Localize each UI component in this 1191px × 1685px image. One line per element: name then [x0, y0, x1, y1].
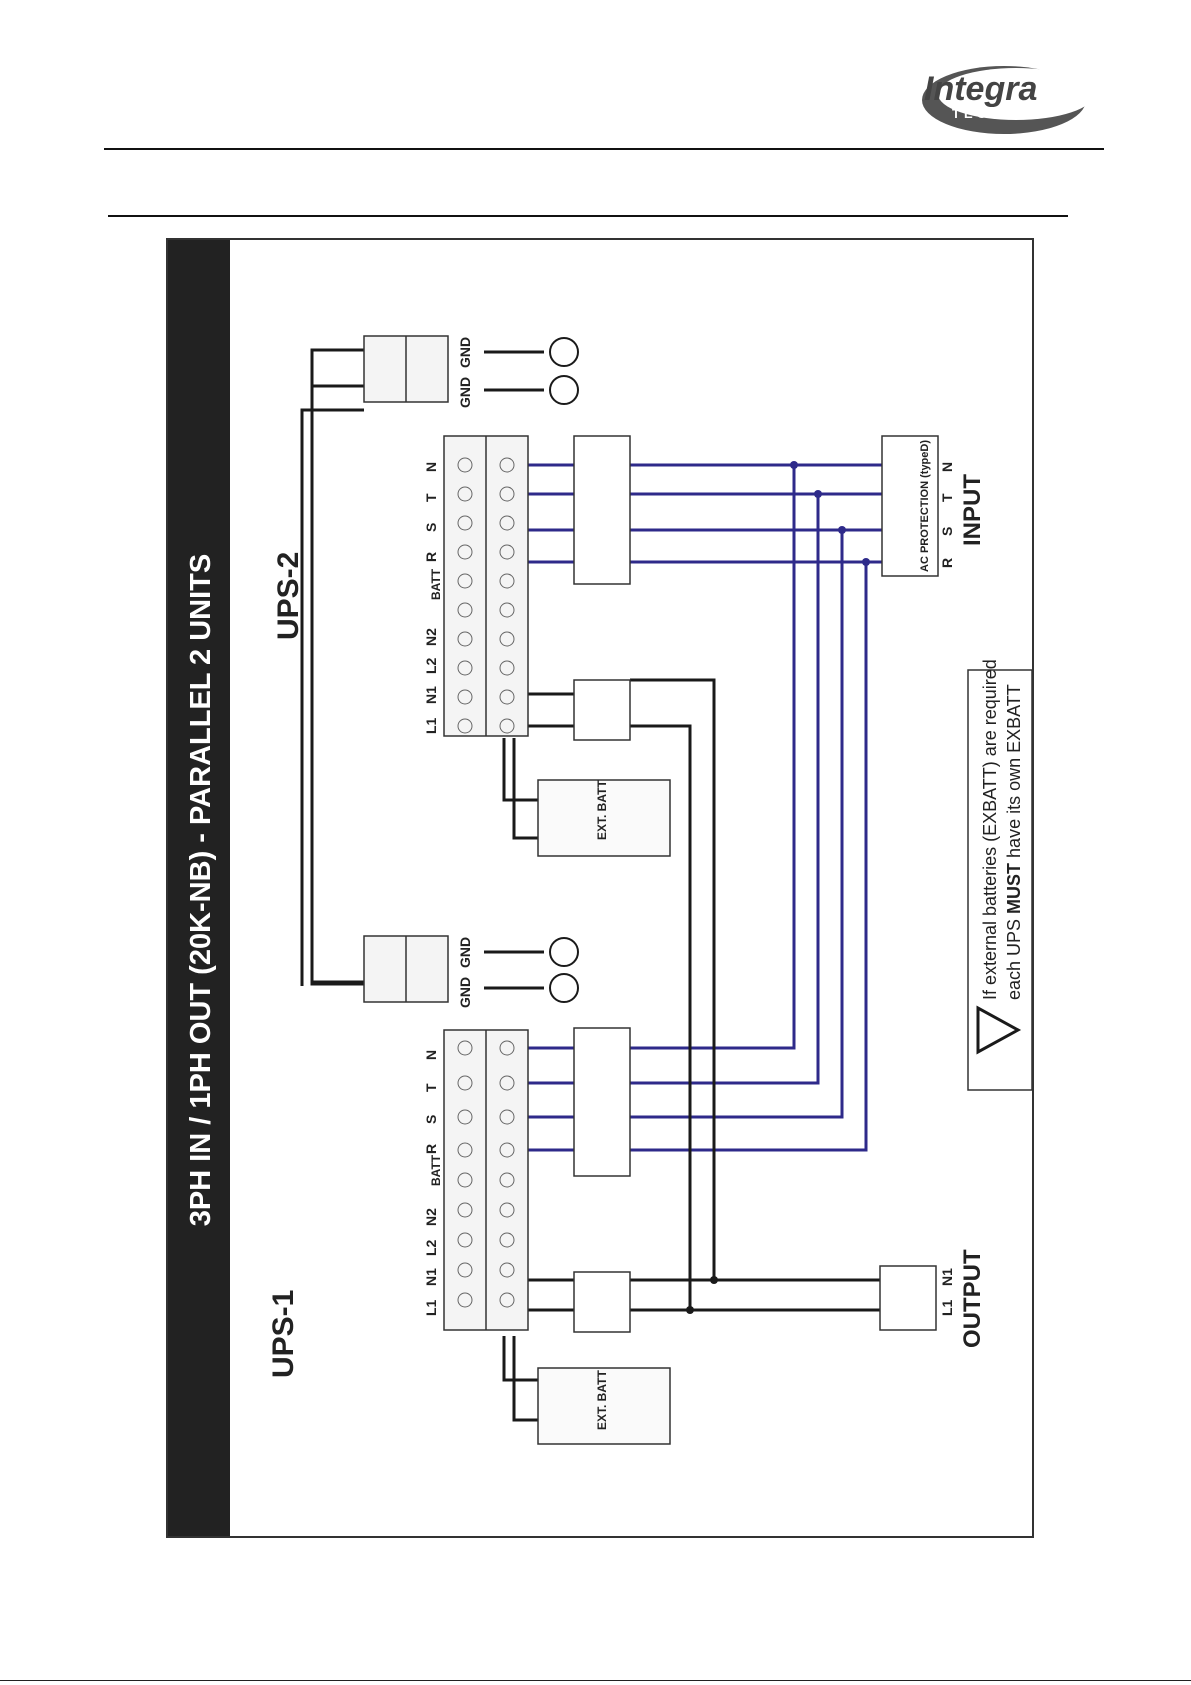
- output-breaker: [880, 1266, 936, 1330]
- ups1-gnd-block: [364, 936, 448, 1002]
- output-phase-n1: N1: [939, 1268, 955, 1286]
- gnd-label: GND: [457, 377, 473, 408]
- ups2-terminal-block: [444, 436, 528, 736]
- ups1-ext-batt-label: EXT. BATT: [595, 1370, 609, 1430]
- logo-word: Integra: [924, 70, 1037, 108]
- terminal-label-t: T: [423, 1083, 439, 1092]
- ups2-input-breaker: [574, 436, 630, 584]
- ups1-terminal-block: [444, 1030, 528, 1330]
- integra-tech-logo: Integra TECH: [912, 48, 1092, 140]
- logo-sub: TECH: [952, 106, 1003, 121]
- terminal-label-n2: N2: [423, 1208, 439, 1226]
- output-phase-l1: L1: [939, 1299, 955, 1316]
- gnd-label: GND: [457, 337, 473, 368]
- ups2-label: UPS-2: [272, 552, 305, 640]
- ups1-output-breaker: [574, 1272, 630, 1332]
- header-rule: [104, 148, 1104, 150]
- terminal-label-n: N: [423, 1050, 439, 1060]
- terminal-label-n: N: [423, 462, 439, 472]
- gnd-label: GND: [457, 937, 473, 968]
- terminal-label-s: S: [423, 523, 439, 532]
- terminal-label-n2: N2: [423, 628, 439, 646]
- ups1-batt-label: BATT: [429, 1154, 443, 1186]
- terminal-label-r: R: [423, 552, 439, 562]
- gnd-label: GND: [457, 977, 473, 1008]
- terminal-label-l2: L2: [423, 657, 439, 674]
- warning-line1: If external batteries (EXBATT) are requi…: [980, 659, 1000, 1000]
- wiring-diagram: 3PH IN / 1PH OUT (20K-NB) - PARALLEL 2 U…: [168, 240, 1034, 1538]
- ups1-label: UPS-1: [267, 1290, 300, 1378]
- ups2-ext-batt-label: EXT. BATT: [595, 780, 609, 840]
- page-bottom-rule: [0, 1680, 1191, 1681]
- ups2-output-breaker: [574, 680, 630, 740]
- terminal-label-l1: L1: [423, 1299, 439, 1316]
- input-phase-n: N: [939, 462, 955, 472]
- input-label: INPUT: [959, 474, 986, 546]
- input-phase-r: R: [939, 558, 955, 568]
- terminal-label-l2: L2: [423, 1239, 439, 1256]
- input-phase-s: S: [939, 527, 955, 536]
- output-label: OUTPUT: [959, 1249, 986, 1348]
- terminal-label-s: S: [423, 1115, 439, 1124]
- terminal-label-n1: N1: [423, 1268, 439, 1286]
- terminal-label-t: T: [423, 493, 439, 502]
- ups2-batt-label: BATT: [429, 568, 443, 600]
- terminal-label-n1: N1: [423, 686, 439, 704]
- ups1-input-breaker: [574, 1028, 630, 1176]
- input-phase-t: T: [939, 493, 955, 502]
- terminal-label-r: R: [423, 1144, 439, 1154]
- ups2-gnd-block: [364, 336, 448, 402]
- warning-line2: each UPS MUST have its own EXBATT: [1004, 684, 1024, 1000]
- wiring-diagram-frame: 3PH IN / 1PH OUT (20K-NB) - PARALLEL 2 U…: [166, 238, 1034, 1538]
- output-wiring: [484, 580, 880, 1420]
- section-rule: [108, 215, 1068, 217]
- ac-protection-label: AC PROTECTION (typeD): [919, 440, 931, 572]
- diagram-title: 3PH IN / 1PH OUT (20K-NB) - PARALLEL 2 U…: [185, 554, 217, 1226]
- terminal-label-l1: L1: [423, 717, 439, 734]
